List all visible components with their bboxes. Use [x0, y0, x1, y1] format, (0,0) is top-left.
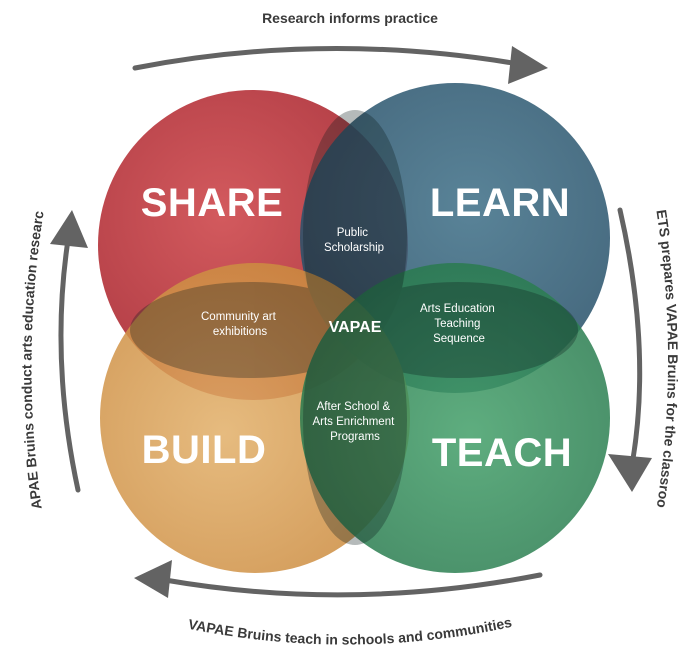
overlap-label-after-school: After School & Arts Enrichment Programs	[312, 401, 397, 443]
teach-label: TEACH	[432, 431, 572, 475]
arrowhead-bottom	[134, 560, 172, 598]
overlap-label-public-scholarship: Public Scholarship	[324, 227, 384, 254]
arrowhead-top	[508, 46, 548, 84]
arrow-bottom	[162, 572, 543, 598]
build-label: BUILD	[142, 428, 267, 472]
arrow-left	[58, 237, 81, 493]
overlap-label-community-art: Community art exhibitions	[201, 311, 279, 338]
learn-label: LEARN	[430, 181, 570, 225]
teach-circle	[300, 263, 610, 573]
cycle-label-top: Research informs practice	[262, 10, 438, 26]
share-label: SHARE	[141, 181, 284, 225]
venn-circles	[98, 83, 610, 573]
overlap-label-arts-education: Arts Education Teaching Sequence	[420, 303, 498, 345]
arrow-right	[617, 207, 643, 468]
arrow-top	[132, 46, 533, 71]
center-label: VAPAE	[329, 319, 382, 336]
cycle-label-bottom: VAPAE Bruins teach in schools and commun…	[187, 614, 513, 648]
arrowhead-left	[50, 210, 88, 248]
overlap-shading	[130, 110, 578, 545]
cycle-label-left: VAPAE Bruins conduct arts education rese…	[0, 0, 47, 510]
arrowhead-right	[608, 454, 652, 492]
